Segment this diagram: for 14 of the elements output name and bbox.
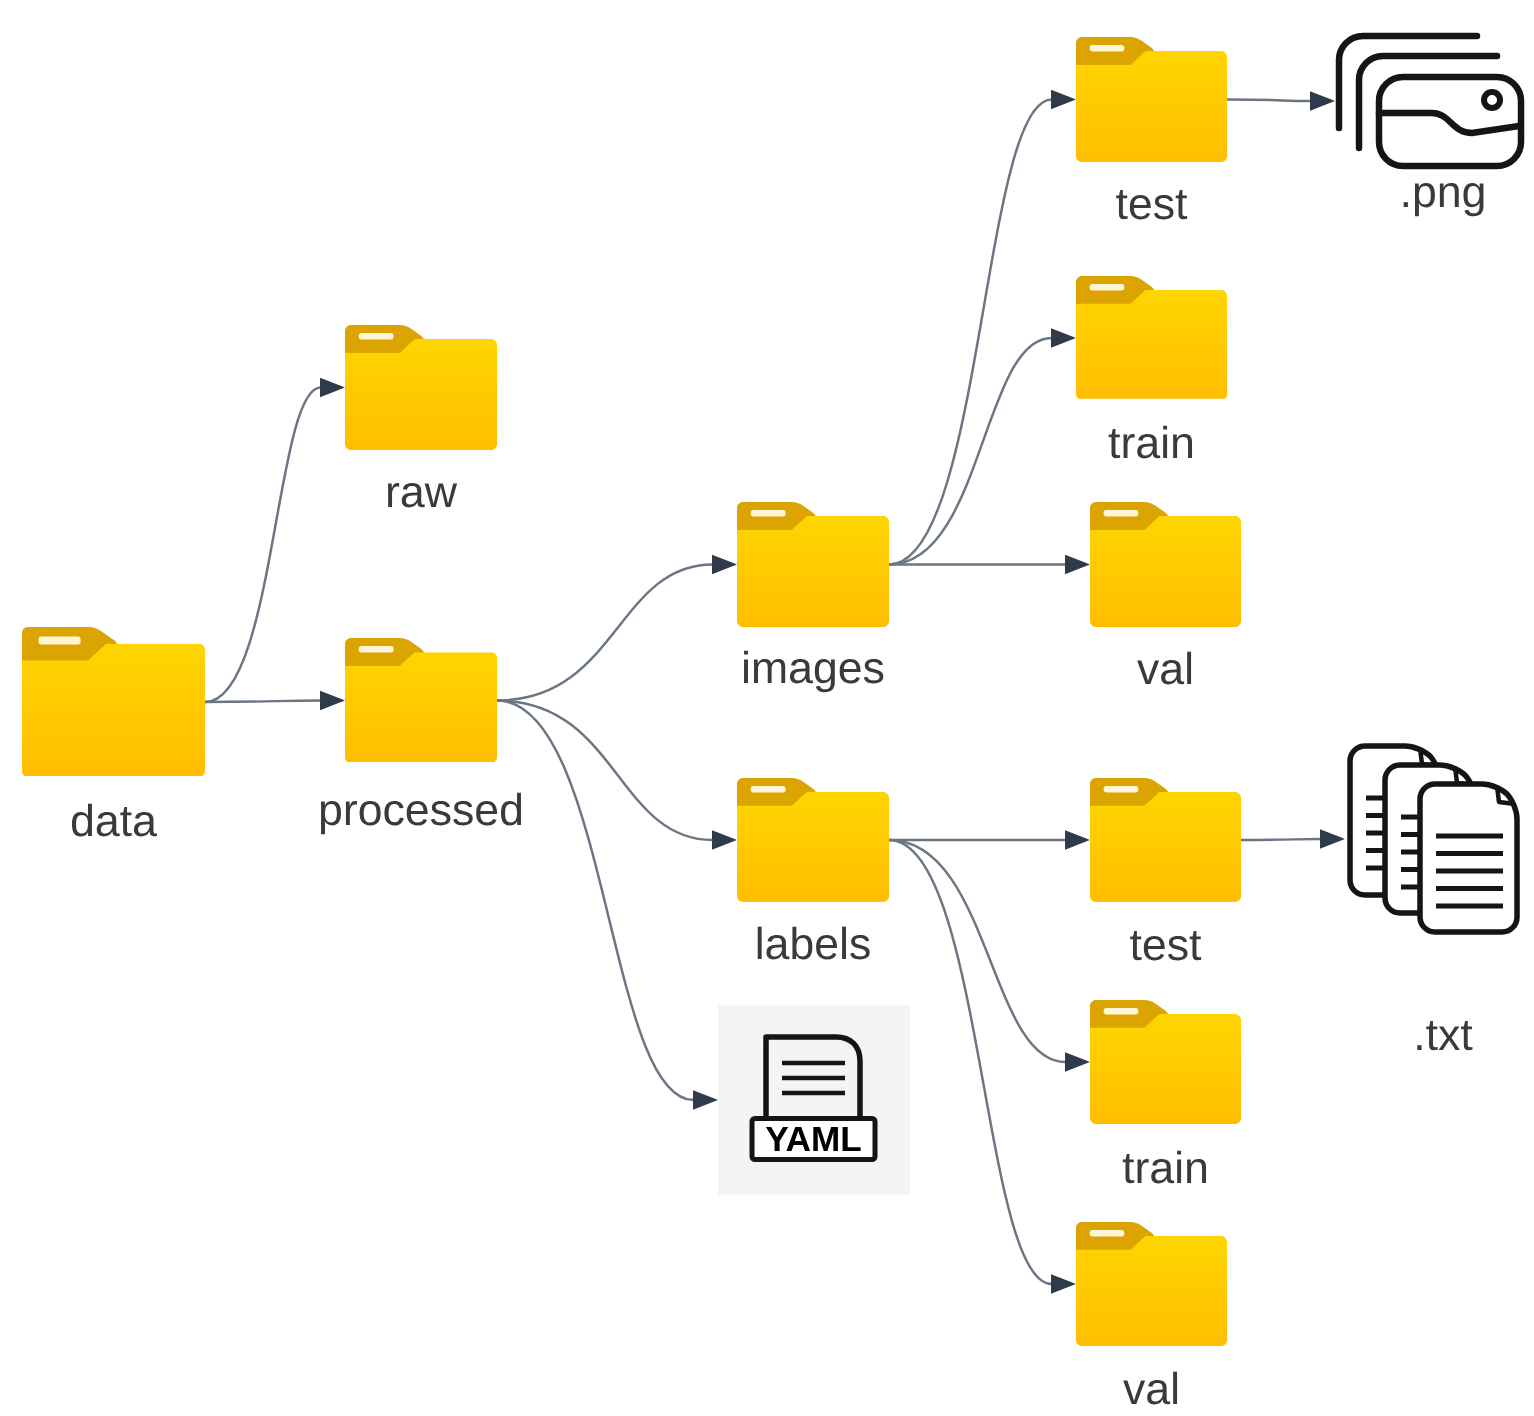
folder-label: train [1108,425,1193,459]
folder-label: processed [320,792,522,835]
file-type-label: YAML [749,1116,878,1162]
folder-label: test [1116,190,1188,220]
file-type-label: .png [1403,182,1484,217]
folder-label: labels [757,926,870,960]
folder-label: train [1122,1150,1207,1184]
folder-label: test [1130,931,1202,961]
folder-label: val [1123,1371,1178,1405]
folder-label: images [744,650,884,693]
folder-label: val [1137,651,1192,685]
folder-label: raw [388,482,458,508]
file-type-label: .txt [1417,1021,1473,1051]
folder-label: data [71,803,157,837]
